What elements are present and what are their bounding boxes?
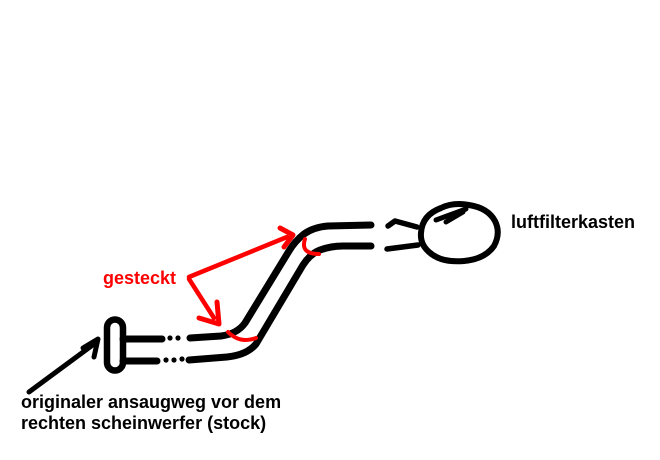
label-luftfilterkasten: luftfilterkasten [511, 212, 636, 232]
stock-intake-arrow-line [26, 341, 97, 395]
label-original-intake: originaler ansaugweg vor dem rechten sch… [21, 392, 281, 434]
stock-intake-arrow-head [80, 336, 101, 360]
gesteckt-arrow-lower-line [186, 276, 217, 321]
gesteckt-arrow-upper-line [186, 234, 290, 280]
upper-joint-arc [302, 237, 321, 256]
tube-top-break-dots [167, 335, 181, 341]
tube-bottom-break-dots [163, 356, 185, 363]
gesteckt-arrow-upper-head [277, 225, 296, 250]
caption-line-1: originaler ansaugweg vor dem [21, 392, 282, 412]
lower-joint-arc [226, 330, 258, 342]
airbox-connector-bottom [384, 242, 421, 252]
airbox-connector-top [385, 218, 420, 230]
tube-bottom-edge-main [185, 242, 375, 364]
airbox-seam-stroke-2 [443, 209, 466, 225]
label-gesteckt: gesteckt [103, 268, 177, 288]
gesteckt-arrow-lower-head [196, 299, 222, 327]
tube-top-edge-main [186, 221, 375, 342]
intake-flange [103, 316, 127, 374]
caption-line-2: rechten scheinwerfer (stock) [21, 413, 267, 433]
airbox-outline [417, 201, 501, 265]
